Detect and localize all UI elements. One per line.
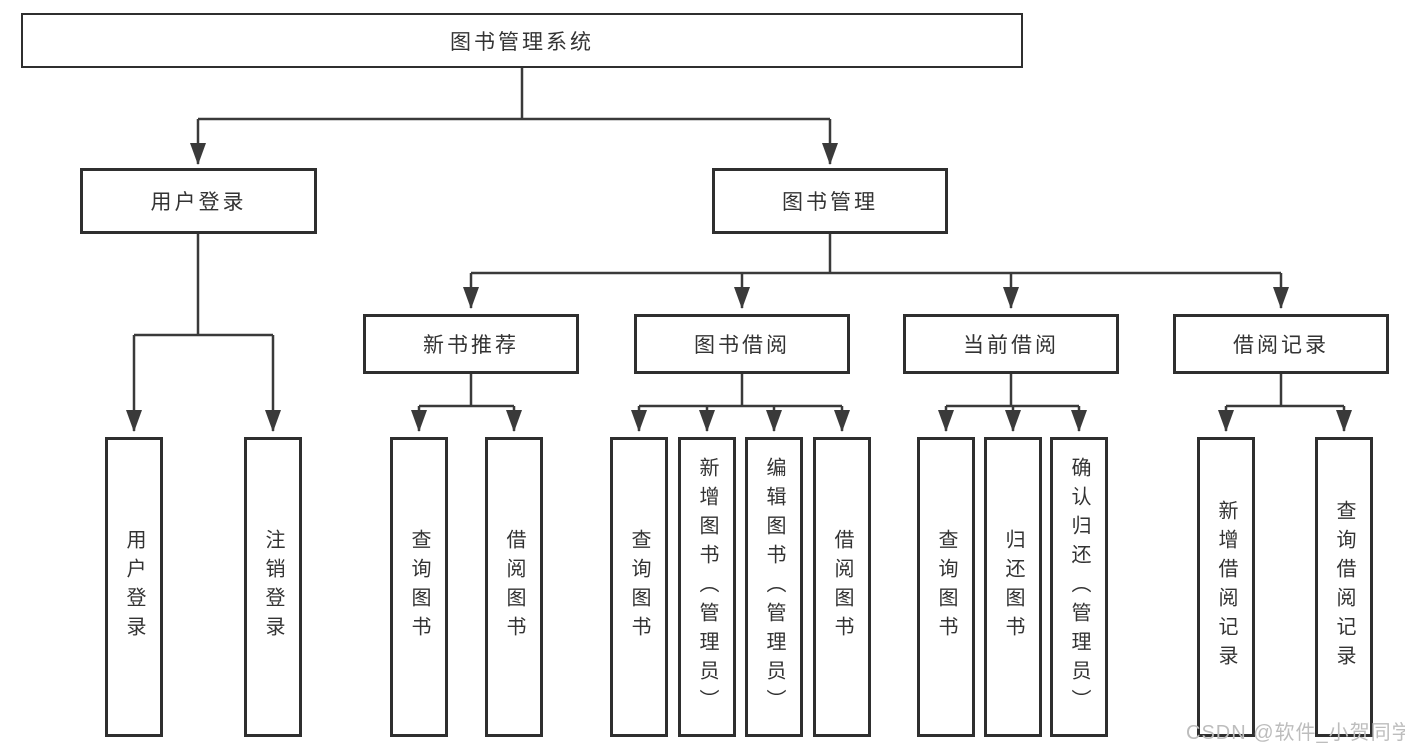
node-borrowing-records-label: 借阅记录 bbox=[1233, 334, 1329, 357]
leaf-user-login-label: 用户登录 bbox=[123, 529, 145, 645]
leaf-borrow-books: 借阅图书 bbox=[813, 437, 871, 737]
node-current-borrowing-label: 当前借阅 bbox=[963, 334, 1059, 357]
node-system-root-label: 图书管理系统 bbox=[450, 30, 594, 54]
leaf-query-borrow-record: 查询借阅记录 bbox=[1315, 437, 1373, 737]
node-current-borrowing: 当前借阅 bbox=[903, 314, 1119, 374]
node-new-book-recommend: 新书推荐 bbox=[363, 314, 579, 374]
leaf-query-books-recommend: 查询图书 bbox=[390, 437, 448, 737]
leaf-query-books-current-label: 查询图书 bbox=[935, 529, 957, 645]
leaf-edit-books-admin-label: 编辑图书（管理员） bbox=[763, 456, 785, 718]
edge-record-to-leaves bbox=[1218, 374, 1352, 432]
leaf-user-login: 用户登录 bbox=[105, 437, 163, 737]
node-book-borrowing: 图书借阅 bbox=[634, 314, 850, 374]
edge-newbook-to-leaves bbox=[411, 374, 522, 432]
leaf-logout: 注销登录 bbox=[244, 437, 302, 737]
leaf-add-books-admin: 新增图书（管理员） bbox=[678, 437, 736, 737]
leaf-borrow-books-label: 借阅图书 bbox=[831, 529, 853, 645]
leaf-query-books-recommend-label: 查询图书 bbox=[408, 529, 430, 645]
node-user-login: 用户登录 bbox=[80, 168, 317, 234]
leaf-edit-books-admin: 编辑图书（管理员） bbox=[745, 437, 803, 737]
edge-borrow-to-leaves bbox=[631, 374, 850, 432]
edge-root-to-level2 bbox=[190, 68, 838, 165]
leaf-logout-label: 注销登录 bbox=[262, 529, 284, 645]
edge-bookmg-to-level3 bbox=[463, 234, 1289, 309]
leaf-add-borrow-record-label: 新增借阅记录 bbox=[1215, 500, 1237, 674]
node-system-root: 图书管理系统 bbox=[21, 13, 1023, 68]
edge-login-to-leaves bbox=[126, 234, 281, 432]
leaf-query-books-borrowing-label: 查询图书 bbox=[628, 529, 650, 645]
node-book-management-label: 图书管理 bbox=[782, 191, 878, 214]
leaf-borrow-books-recommend: 借阅图书 bbox=[485, 437, 543, 737]
leaf-query-books-borrowing: 查询图书 bbox=[610, 437, 668, 737]
node-borrowing-records: 借阅记录 bbox=[1173, 314, 1389, 374]
csdn-watermark: CSDN @软件_小贺同学 bbox=[1186, 722, 1405, 744]
node-book-management: 图书管理 bbox=[712, 168, 948, 234]
leaf-add-borrow-record: 新增借阅记录 bbox=[1197, 437, 1255, 737]
leaf-confirm-return-admin-label: 确认归还（管理员） bbox=[1068, 456, 1090, 718]
leaf-query-books-current: 查询图书 bbox=[917, 437, 975, 737]
node-book-borrowing-label: 图书借阅 bbox=[694, 334, 790, 357]
node-user-login-label: 用户登录 bbox=[150, 191, 247, 214]
leaf-confirm-return-admin: 确认归还（管理员） bbox=[1050, 437, 1108, 737]
leaf-return-books: 归还图书 bbox=[984, 437, 1042, 737]
node-new-book-recommend-label: 新书推荐 bbox=[423, 334, 519, 357]
leaf-query-borrow-record-label: 查询借阅记录 bbox=[1333, 500, 1355, 674]
leaf-return-books-label: 归还图书 bbox=[1002, 529, 1024, 645]
leaf-add-books-admin-label: 新增图书（管理员） bbox=[696, 456, 718, 718]
edge-current-to-leaves bbox=[938, 374, 1087, 432]
leaf-borrow-books-recommend-label: 借阅图书 bbox=[503, 529, 525, 645]
